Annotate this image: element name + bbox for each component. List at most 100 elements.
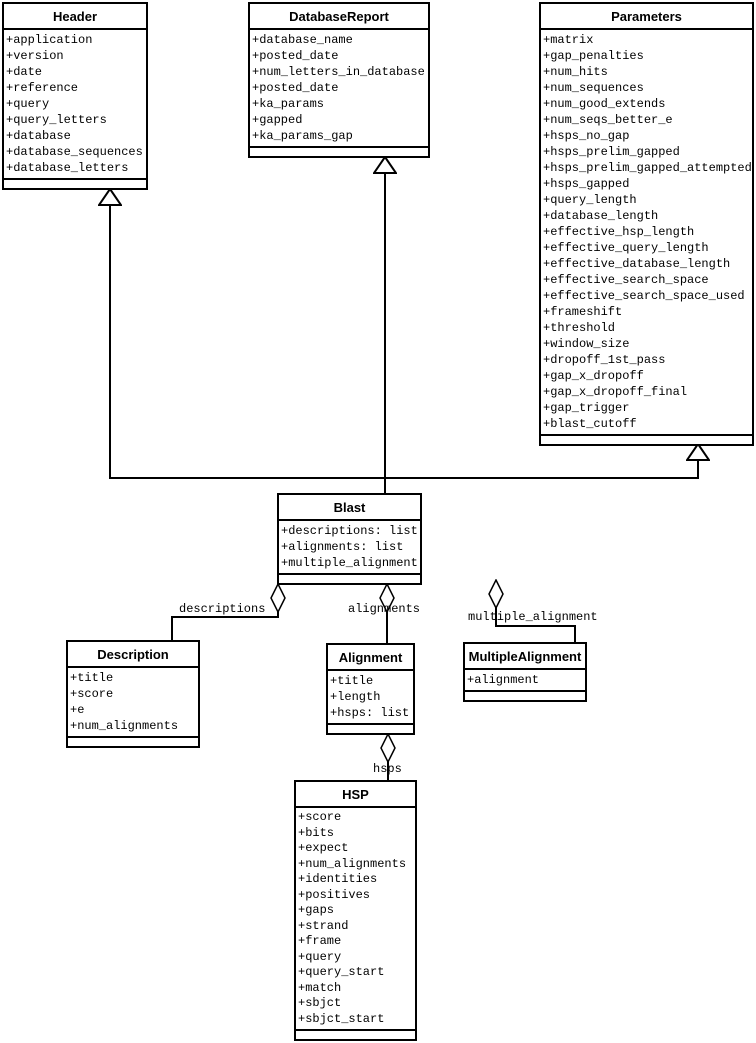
aggregation-diamond-icon [488, 578, 504, 610]
class-attribute: +effective_search_space_used [543, 289, 745, 303]
class-attributes: +title +length +hsps: list [328, 671, 413, 725]
edge-label-descriptions: descriptions [179, 602, 266, 616]
class-attribute: +matrix [543, 33, 594, 47]
class-attributes: +score+bits+expect+num_alignments+identi… [296, 808, 415, 1031]
edge-generalization-horizontal-line [109, 477, 699, 479]
class-attribute: +score [298, 810, 342, 824]
class-attribute: +effective_search_space [543, 273, 709, 287]
class-methods-empty [296, 1031, 415, 1039]
class-attribute: +database_letters [6, 161, 129, 175]
class-attribute: +dropoff_1st_pass [543, 353, 666, 367]
class-attribute: +gaps [298, 903, 335, 917]
edge-multiple-alignment-line [574, 625, 576, 644]
edge-alignments-line [386, 611, 388, 645]
class-attribute: +reference [6, 81, 79, 95]
class-attribute: +num_seqs_better_e [543, 113, 673, 127]
class-title: HSP [296, 782, 415, 808]
class-attributes: +application +version +date +reference +quer… [4, 30, 146, 180]
class-attribute: +gap_trigger [543, 401, 630, 415]
class-title: Alignment [328, 645, 413, 671]
class-attribute: +expect [298, 841, 349, 855]
class-attribute: +alignments: list [281, 540, 404, 554]
class-attribute: +effective_hsp_length [543, 225, 695, 239]
class-attribute: +identities [298, 872, 378, 886]
class-attribute: +num_alignments [70, 719, 179, 733]
class-attribute: +query_letters [6, 113, 107, 127]
class-attribute: +num_hits [543, 65, 608, 79]
class-title: MultipleAlignment [465, 644, 585, 670]
class-attribute: +sbjct_start [298, 1011, 385, 1026]
class-attribute: +hsps_prelim_gapped [543, 145, 680, 159]
class-attribute: +query [298, 949, 342, 964]
class-attribute: +length [330, 690, 381, 704]
class-attribute: +strand [298, 918, 349, 933]
class-attributes: +title +score +e +num_alignments [68, 668, 198, 738]
class-attributes: +matrix +gap_penalties +num_hits +num_seque… [541, 30, 752, 436]
class-description: Description +title +score +e +num_alignment… [66, 640, 200, 748]
class-methods-empty [250, 148, 428, 156]
class-attribute: +database_length [543, 209, 659, 223]
class-methods-empty [541, 436, 752, 444]
class-attribute: +posted_date [252, 81, 339, 95]
class-attribute: +threshold [543, 321, 616, 335]
generalization-triangle-icon [372, 155, 398, 174]
class-attribute: +effective_query_length [543, 241, 709, 255]
class-attribute: +blast_cutoff [543, 417, 637, 431]
edge-descriptions-line [277, 611, 279, 618]
class-title: Description [68, 642, 198, 668]
class-attribute: +hsps: list [330, 706, 410, 720]
edge-multiple-alignment-line [495, 607, 497, 627]
class-attribute: +hsps_gapped [543, 177, 630, 191]
edge-multiple-alignment-line [495, 625, 576, 627]
class-methods-empty [279, 575, 420, 583]
class-attribute: +bits [298, 825, 335, 840]
class-attribute: +sbjct [298, 996, 342, 1010]
class-attribute: +frame [298, 934, 342, 948]
class-attribute: +alignment [467, 673, 540, 687]
class-hsp: HSP +score+bits+expect+num_alignments+id… [294, 780, 417, 1041]
class-attribute: +num_letters_in_database [252, 65, 425, 79]
class-title: DatabaseReport [250, 4, 428, 30]
class-attribute: +posted_date [252, 49, 339, 63]
class-parameters: Parameters +matrix+gap_penalties+num_hit… [539, 2, 754, 446]
aggregation-diamond-icon [379, 582, 395, 614]
class-attribute: +gap_x_dropoff [543, 369, 644, 383]
class-attribute: +hsps_prelim_gapped_attempted [543, 161, 752, 175]
class-attribute: +application [6, 33, 93, 47]
class-attribute: +positives [298, 887, 371, 902]
class-methods-empty [68, 738, 198, 746]
class-attribute: +num_alignments [298, 856, 407, 871]
class-attribute: +version [6, 49, 64, 63]
edge-blast-to-databasereport-line [384, 172, 386, 495]
class-attributes: +alignment [465, 670, 585, 692]
edge-descriptions-line [171, 616, 279, 618]
class-attribute: +gap_x_dropoff_final [543, 385, 688, 399]
class-title: Header [4, 4, 146, 30]
class-header: Header +application +version +date +referen… [2, 2, 148, 190]
class-attribute: +window_size [543, 337, 630, 351]
class-attribute: +e [70, 703, 85, 717]
class-title: Blast [279, 495, 420, 521]
class-databasereport: DatabaseReport +database_name +posted_dat… [248, 2, 430, 158]
edge-descriptions-line [171, 616, 173, 642]
generalization-triangle-icon [97, 187, 123, 206]
class-attribute: +date [6, 65, 43, 79]
class-attribute: +title [330, 674, 374, 688]
class-attribute: +database_name [252, 33, 353, 47]
class-alignment: Alignment +title +length +hsps: list [326, 643, 415, 735]
edge-label-alignments: alignments [348, 602, 421, 616]
class-methods-empty [4, 180, 146, 188]
edge-label-multiple-alignment: multiple_alignment [468, 610, 598, 624]
class-attribute: +effective_database_length [543, 257, 731, 271]
class-attribute: +query_length [543, 193, 637, 207]
class-attribute: +query_start [298, 965, 385, 979]
class-attribute: +title [70, 671, 114, 685]
class-attributes: +descriptions: list+alignments: list+mul… [279, 521, 420, 575]
class-attribute: +match [298, 980, 342, 995]
class-attribute: +num_sequences [543, 81, 644, 95]
class-attribute: +gap_penalties [543, 49, 644, 63]
edge-blast-to-header-line [109, 205, 111, 479]
aggregation-diamond-icon [270, 582, 286, 614]
class-attribute: +score [70, 687, 114, 701]
